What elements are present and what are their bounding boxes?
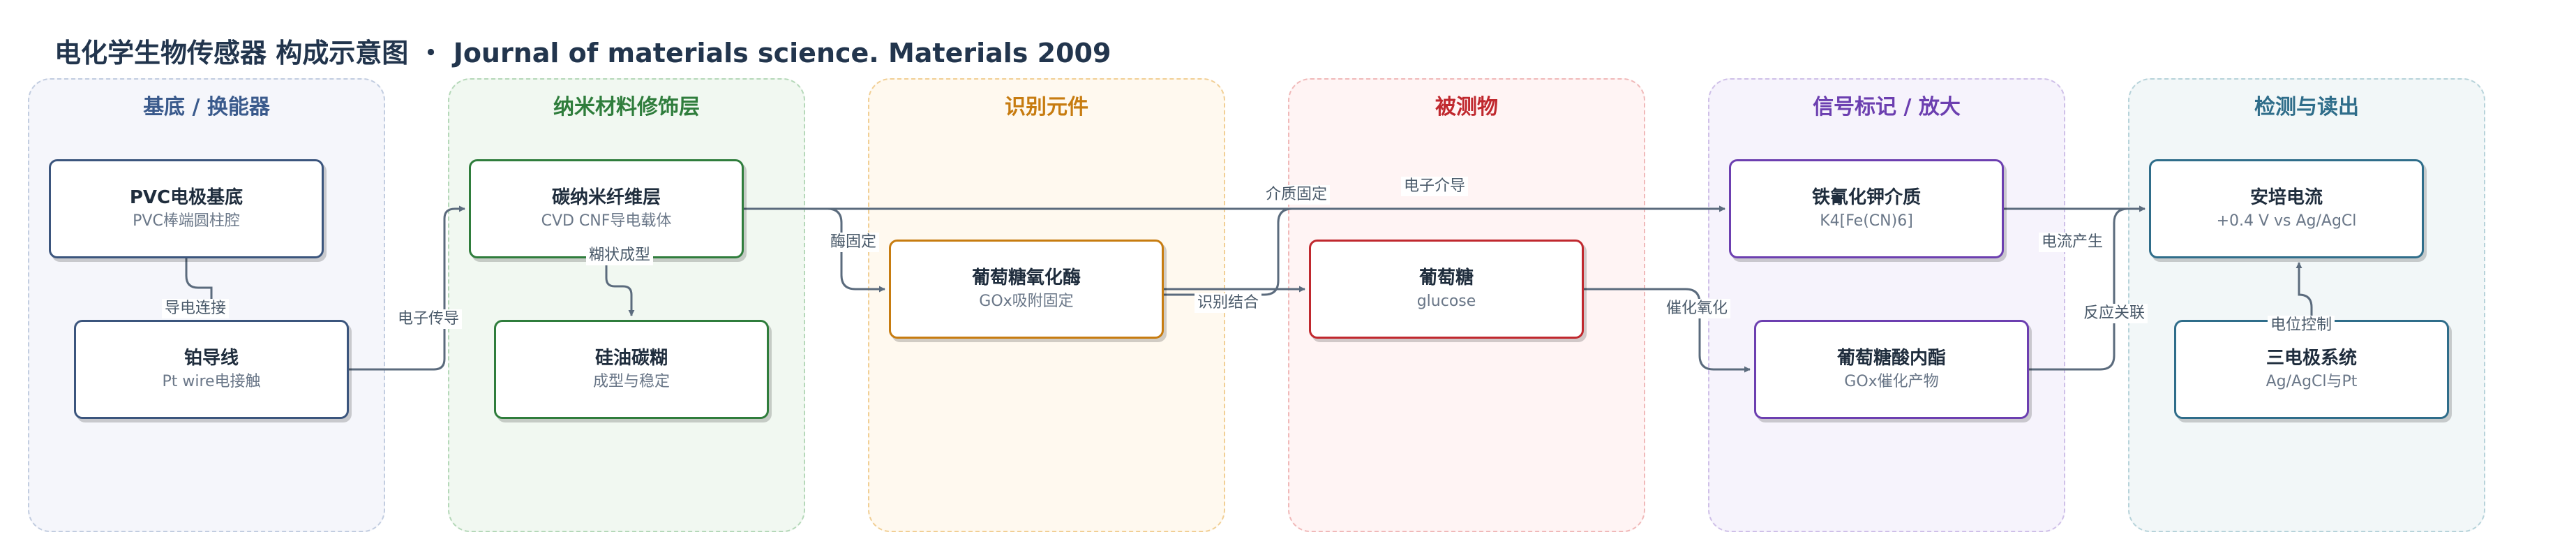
node-subtitle: CVD CNF导电载体 <box>541 212 672 230</box>
edge-tri-to-amp <box>2296 262 2313 320</box>
diagram-title: 电化学生物传感器 构成示意图 ・ Journal of materials sc… <box>54 38 1111 68</box>
node-subtitle: GOx吸附固定 <box>979 293 1074 310</box>
edge-lactone-to-amp <box>2029 205 2146 371</box>
edge-label: 导电连接 <box>162 299 230 318</box>
node-gluconolactone: 葡萄糖酸内酯 GOx催化产物 <box>1754 320 2029 419</box>
edge-label: 识别结合 <box>1195 293 1262 313</box>
node-title: PVC电极基底 <box>129 187 244 208</box>
node-subtitle: 成型与稳定 <box>592 373 670 390</box>
node-title: 安培电流 <box>2249 187 2323 208</box>
edge-label: 电位控制 <box>2268 316 2335 335</box>
node-subtitle: K4[Fe(CN)6] <box>1820 212 1913 230</box>
node-amperometric-current: 安培电流 +0.4 V vs Ag/AgCl <box>2149 159 2424 258</box>
edge-label: 反应关联 <box>2081 304 2148 323</box>
node-title: 碳纳米纤维层 <box>551 187 661 208</box>
group-readout: 检测与读出 <box>2128 78 2485 532</box>
edge-label: 介质固定 <box>1263 185 1331 205</box>
node-pt-wire: 铂导线 Pt wire电接触 <box>74 320 349 419</box>
group-title: 基底 / 换能器 <box>143 95 270 119</box>
edge-label: 电流产生 <box>2039 233 2106 252</box>
edge-glucose-to-lactone <box>1584 288 1751 373</box>
group-title: 检测与读出 <box>2254 95 2359 119</box>
edge-label: 电子介导 <box>1401 177 1469 196</box>
group-title: 纳米材料修饰层 <box>553 95 700 119</box>
node-glucose: 葡萄糖 glucose <box>1309 240 1584 339</box>
node-subtitle: Pt wire电接触 <box>162 373 261 390</box>
edge-label: 电子传导 <box>395 309 463 329</box>
node-title: 三电极系统 <box>2266 348 2357 369</box>
edge-gox-to-ferri <box>1164 205 1725 296</box>
group-nanomaterial: 纳米材料修饰层 <box>448 78 805 532</box>
node-subtitle: glucose <box>1416 293 1476 310</box>
edge-pvc-to-pt <box>185 258 215 316</box>
node-ferricyanide-mediator: 铁氰化钾介质 K4[Fe(CN)6] <box>1729 159 2004 258</box>
edge-label: 酶固定 <box>828 233 880 252</box>
node-title: 葡萄糖酸内酯 <box>1836 348 1946 369</box>
node-silicone-carbon-paste: 硅油碳糊 成型与稳定 <box>494 320 769 419</box>
group-title: 识别元件 <box>1005 95 1088 119</box>
node-subtitle: GOx催化产物 <box>1844 373 1939 390</box>
edge-label: 催化氧化 <box>1663 299 1731 318</box>
group-title: 信号标记 / 放大 <box>1813 95 1961 119</box>
node-title: 葡萄糖氧化酶 <box>971 267 1081 288</box>
node-glucose-oxidase: 葡萄糖氧化酶 GOx吸附固定 <box>889 240 1164 339</box>
node-title: 硅油碳糊 <box>594 348 668 369</box>
node-title: 铁氰化钾介质 <box>1811 187 1921 208</box>
edge-pt-to-cnf <box>349 205 465 371</box>
node-carbon-nanofiber: 碳纳米纤维层 CVD CNF导电载体 <box>469 159 744 258</box>
node-title: 铂导线 <box>184 348 239 369</box>
edge-label: 糊状成型 <box>586 246 654 265</box>
node-subtitle: +0.4 V vs Ag/AgCl <box>2216 212 2357 230</box>
edge-cnf-to-paste <box>605 258 635 316</box>
node-title: 葡萄糖 <box>1418 267 1474 288</box>
group-title: 被测物 <box>1435 95 1498 119</box>
node-subtitle: Ag/AgCl与Pt <box>2266 373 2358 390</box>
node-pvc-electrode-base: PVC电极基底 PVC棒端圆柱腔 <box>49 159 324 258</box>
group-signal: 信号标记 / 放大 <box>1708 78 2065 532</box>
node-subtitle: PVC棒端圆柱腔 <box>133 212 240 230</box>
